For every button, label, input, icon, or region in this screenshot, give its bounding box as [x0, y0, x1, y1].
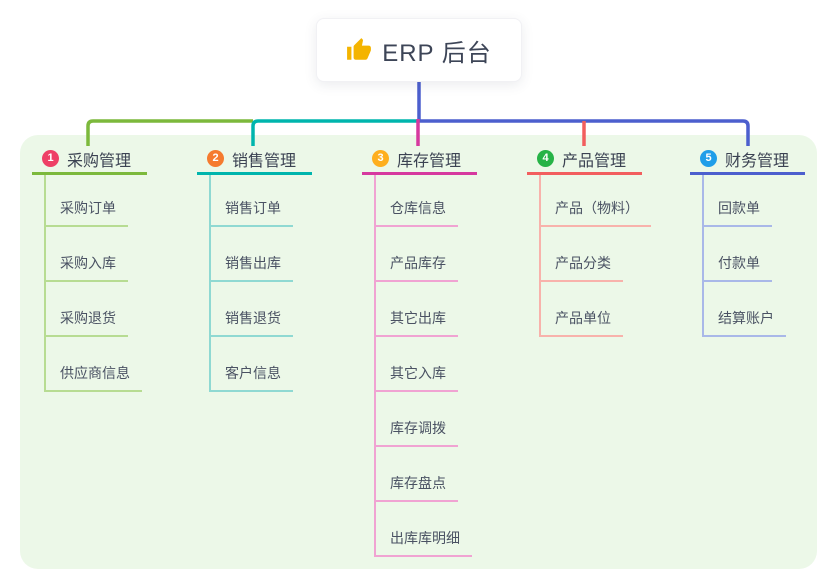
node-settlement-account[interactable]: 结算账户	[704, 282, 786, 337]
node-other-inbound[interactable]: 其它入库	[376, 337, 458, 392]
branch-title-sales[interactable]: 2 销售管理	[197, 145, 313, 175]
node-product-stock[interactable]: 产品库存	[376, 227, 458, 282]
branch-children: 仓库信息 产品库存 其它出库 其它入库 库存调拨 库存盘点 出库库明细	[374, 175, 477, 557]
branch-finance: 5 财务管理 回款单 付款单 结算账户	[690, 145, 806, 337]
node-label: 库存调拨	[390, 420, 446, 436]
node-other-outbound[interactable]: 其它出库	[376, 282, 458, 337]
branch-title-label: 财务管理	[725, 152, 790, 170]
node-warehouse-info[interactable]: 仓库信息	[376, 175, 458, 227]
node-label: 销售退货	[225, 310, 281, 326]
branch-title-finance[interactable]: 5 财务管理	[690, 145, 806, 175]
root-node-label: ERP 后台	[382, 39, 492, 67]
branch-purchase: 1 采购管理 采购订单 采购入库 采购退货 供应商信息	[32, 145, 148, 392]
number-badge: 2	[207, 150, 224, 167]
thumbs-up-icon	[347, 38, 372, 60]
root-node[interactable]: ERP 后台	[316, 18, 522, 82]
number-badge: 5	[700, 150, 717, 167]
branch-children: 采购订单 采购入库 采购退货 供应商信息	[44, 175, 147, 392]
node-purchase-return[interactable]: 采购退货	[46, 282, 128, 337]
node-label: 采购订单	[60, 200, 116, 216]
node-label: 其它入库	[390, 365, 446, 381]
branch-title-purchase[interactable]: 1 采购管理	[32, 145, 148, 175]
node-payment-bill[interactable]: 付款单	[704, 227, 772, 282]
node-label: 销售出库	[225, 255, 281, 271]
node-receipt-bill[interactable]: 回款单	[704, 175, 772, 227]
node-sales-outbound[interactable]: 销售出库	[211, 227, 293, 282]
node-label: 客户信息	[225, 365, 281, 381]
node-product-unit[interactable]: 产品单位	[541, 282, 623, 337]
node-product-category[interactable]: 产品分类	[541, 227, 623, 282]
node-supplier-info[interactable]: 供应商信息	[46, 337, 142, 392]
node-label: 库存盘点	[390, 475, 446, 491]
node-label: 产品（物料）	[555, 200, 639, 216]
node-label: 供应商信息	[60, 365, 130, 381]
node-label: 结算账户	[718, 310, 774, 326]
node-stock-check[interactable]: 库存盘点	[376, 447, 458, 502]
node-stock-transfer[interactable]: 库存调拨	[376, 392, 458, 447]
branch-title-label: 库存管理	[397, 152, 462, 170]
node-purchase-inbound[interactable]: 采购入库	[46, 227, 128, 282]
node-label: 仓库信息	[390, 200, 446, 216]
node-label: 产品分类	[555, 255, 611, 271]
branch-sales: 2 销售管理 销售订单 销售出库 销售退货 客户信息	[197, 145, 313, 392]
node-sales-return[interactable]: 销售退货	[211, 282, 293, 337]
node-label: 采购入库	[60, 255, 116, 271]
node-product-material[interactable]: 产品（物料）	[541, 175, 651, 227]
node-label: 销售订单	[225, 200, 281, 216]
node-purchase-order[interactable]: 采购订单	[46, 175, 128, 227]
branch-children: 产品（物料） 产品分类 产品单位	[539, 175, 651, 337]
node-label: 产品库存	[390, 255, 446, 271]
node-outbound-detail[interactable]: 出库库明细	[376, 502, 472, 557]
branch-title-inventory[interactable]: 3 库存管理	[362, 145, 478, 175]
node-label: 其它出库	[390, 310, 446, 326]
branch-title-label: 销售管理	[232, 152, 297, 170]
number-badge: 1	[42, 150, 59, 167]
branch-product: 4 产品管理 产品（物料） 产品分类 产品单位	[527, 145, 651, 337]
node-label: 产品单位	[555, 310, 611, 326]
node-customer-info[interactable]: 客户信息	[211, 337, 293, 392]
number-badge: 3	[372, 150, 389, 167]
node-label: 采购退货	[60, 310, 116, 326]
node-label: 回款单	[718, 200, 760, 216]
node-label: 出库库明细	[390, 530, 460, 546]
branch-title-product[interactable]: 4 产品管理	[527, 145, 643, 175]
branch-children: 销售订单 销售出库 销售退货 客户信息	[209, 175, 312, 392]
branch-children: 回款单 付款单 结算账户	[702, 175, 805, 337]
branch-title-label: 采购管理	[67, 152, 132, 170]
branch-inventory: 3 库存管理 仓库信息 产品库存 其它出库 其它入库 库存调拨 库存盘点 出库库…	[362, 145, 478, 557]
mindmap-canvas-panel	[20, 135, 817, 569]
number-badge: 4	[537, 150, 554, 167]
node-sales-order[interactable]: 销售订单	[211, 175, 293, 227]
node-label: 付款单	[718, 255, 760, 271]
branch-title-label: 产品管理	[562, 152, 627, 170]
